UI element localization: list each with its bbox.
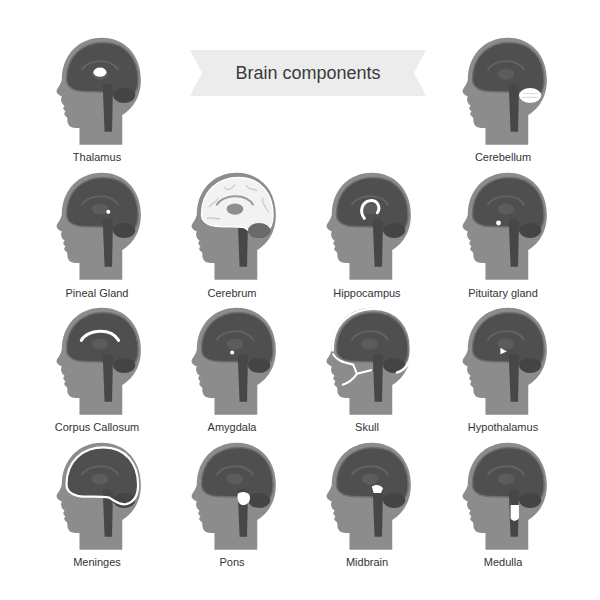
head-hippocampus	[327, 173, 411, 280]
head-pineal	[57, 173, 141, 280]
part-label: Pituitary gland	[468, 287, 538, 299]
head-corpus-callosum	[57, 308, 141, 415]
part-label: Hippocampus	[333, 287, 400, 299]
head-pituitary	[463, 173, 547, 280]
part-label: Corpus Callosum	[55, 421, 139, 433]
part-label: Cerebellum	[475, 151, 531, 163]
part-label: Midbrain	[346, 556, 388, 568]
part-label: Cerebrum	[208, 287, 257, 299]
head-amygdala	[192, 308, 276, 415]
head-thalamus	[57, 38, 141, 145]
head-cerebellum	[463, 38, 547, 145]
part-label: Pineal Gland	[66, 287, 129, 299]
head-cerebrum	[192, 173, 276, 280]
head-pons	[192, 443, 276, 550]
part-label: Amygdala	[208, 421, 257, 433]
head-medulla	[463, 443, 547, 550]
part-label: Pons	[219, 556, 244, 568]
head-midbrain	[327, 443, 411, 550]
part-label: Thalamus	[73, 151, 121, 163]
head-meninges	[57, 443, 141, 550]
part-label: Meninges	[73, 556, 121, 568]
diagram-title: Brain components	[235, 63, 380, 84]
head-skull	[327, 308, 411, 415]
part-label: Skull	[355, 421, 379, 433]
part-label: Hypothalamus	[468, 421, 538, 433]
part-label: Medulla	[484, 556, 523, 568]
head-hypothalamus	[463, 308, 547, 415]
title-ribbon	[190, 50, 426, 96]
